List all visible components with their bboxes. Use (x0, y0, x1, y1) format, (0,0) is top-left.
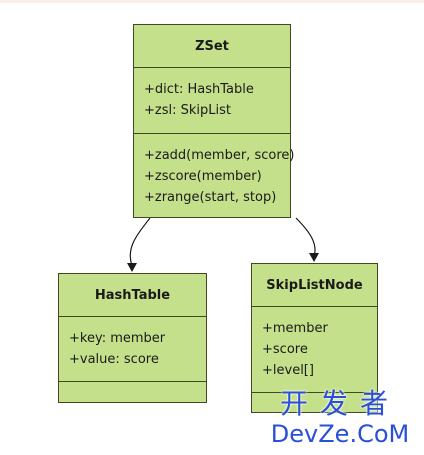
class-hashtable-attributes: +key: member +value: score (59, 317, 206, 382)
arrowhead-skiplistnode (309, 253, 319, 262)
attribute-zsl: +zsl: SkipList (144, 103, 231, 118)
class-zset[interactable]: ZSet +dict: HashTable +zsl: SkipList +za… (133, 24, 295, 219)
class-hashtable-methods (59, 382, 206, 402)
watermark-latin-text: DevZe.CoM (270, 420, 410, 448)
attribute-dict: +dict: HashTable (144, 82, 254, 97)
method-zadd: +zadd(member, score) (144, 148, 295, 163)
watermark: 开发者 DevZe.CoM (264, 387, 416, 449)
class-hashtable[interactable]: HashTable +key: member +value: score (58, 273, 207, 403)
link-zset-to-hashtable (129, 217, 151, 267)
class-zset-methods: +zadd(member, score) +zscore(member) +zr… (134, 134, 295, 219)
attribute-value: +value: score (69, 352, 159, 367)
class-skiplistnode-attributes: +member +score +level[] (252, 307, 377, 393)
class-skiplistnode[interactable]: SkipListNode +member +score +level[] (251, 263, 378, 413)
attribute-score: +score (262, 342, 308, 357)
class-skiplistnode-title: SkipListNode (252, 264, 377, 307)
method-zscore: +zscore(member) (144, 169, 262, 184)
top-border-line (0, 0, 424, 3)
class-zset-title: ZSet (134, 25, 290, 68)
method-zrange: +zrange(start, stop) (144, 190, 277, 205)
class-zset-attributes: +dict: HashTable +zsl: SkipList (134, 68, 290, 134)
link-zset-to-skiplistnode (295, 217, 316, 257)
attribute-member: +member (262, 321, 328, 336)
attribute-level: +level[] (262, 363, 314, 378)
class-hashtable-title: HashTable (59, 274, 206, 317)
watermark-chinese-text: 开发者 (279, 387, 400, 420)
arrowhead-hashtable (127, 263, 137, 272)
attribute-key: +key: member (69, 331, 166, 346)
